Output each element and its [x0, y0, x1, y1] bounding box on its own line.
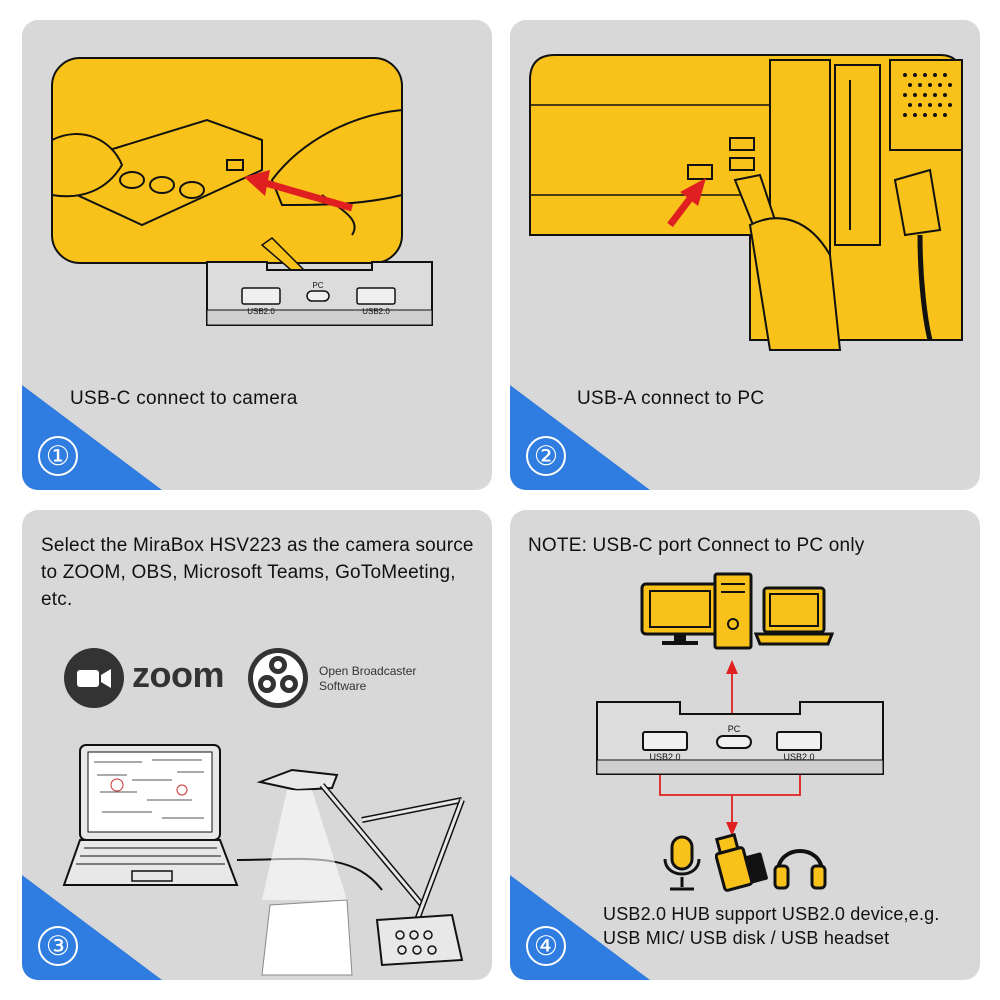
step-2-panel: USB-A connect to PC ②	[510, 20, 980, 490]
obs-logo-line1: Open Broadcaster	[319, 664, 417, 678]
hub-port-left-label: USB2.0	[649, 752, 680, 762]
desktop-tower-icon	[713, 572, 753, 650]
headset-icon	[773, 849, 827, 890]
blue-corner-triangle	[22, 385, 162, 490]
usb-disk-icon	[715, 832, 768, 892]
hub-port-center-label: PC	[312, 281, 323, 290]
hub-port-right-label: USB2.0	[783, 752, 814, 762]
step-3-title: Select the MiraBox HSV223 as the camera …	[41, 535, 474, 610]
step-4-note: NOTE: USB-C port Connect to PC only	[528, 535, 865, 556]
laptop-icon	[754, 586, 834, 646]
step-2-caption: USB-A connect to PC	[577, 388, 765, 409]
microphone-icon	[663, 835, 701, 891]
zoom-camera-icon	[64, 648, 124, 708]
step-1-panel: USB2.0 PC USB2.0 USB-C connect to camera…	[22, 20, 492, 490]
hub-port-center-label: PC	[728, 724, 741, 734]
hub-port-left-label: USB2.0	[247, 307, 275, 316]
pc-usb-a-illustration	[529, 54, 963, 351]
step-number-badge: ③	[38, 926, 78, 966]
step-number-badge: ②	[526, 436, 566, 476]
step-3-panel: Select the MiraBox HSV223 as the camera …	[22, 510, 492, 980]
usb-hub-illustration: USB2.0 PC USB2.0	[596, 701, 884, 775]
step-4-description-line2: USB MIC/ USB disk / USB headset	[603, 928, 890, 948]
step-4-panel: NOTE: USB-C port Connect to PC only USB2…	[510, 510, 980, 980]
zoom-logo-text: zoom	[132, 654, 225, 695]
step-1-caption: USB-C connect to camera	[70, 388, 298, 409]
step-number-badge: ①	[38, 436, 78, 476]
laptop-document-camera-illustration	[62, 744, 465, 976]
obs-icon	[248, 648, 308, 708]
blue-corner-triangle	[510, 875, 650, 980]
obs-logo-line2: Software	[319, 679, 367, 693]
blue-corner-triangle	[22, 875, 162, 980]
step-number-badge: ④	[526, 926, 566, 966]
hand-plugging-usb-c-illustration: USB2.0 PC USB2.0	[51, 57, 433, 326]
connection-arrows	[659, 660, 801, 836]
hub-port-right-label: USB2.0	[362, 307, 390, 316]
blue-corner-triangle	[510, 385, 650, 490]
step-4-description-line1: USB2.0 HUB support USB2.0 device,e.g.	[603, 904, 940, 924]
